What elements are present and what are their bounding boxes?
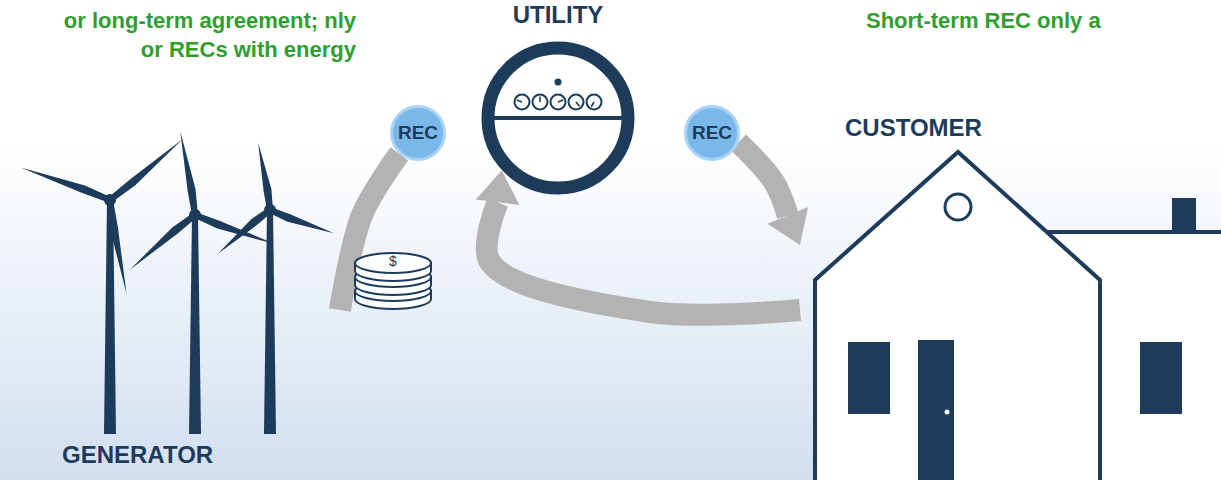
utility-meter: UTILITY (458, 0, 658, 196)
turbine-tower (189, 215, 201, 434)
dial-pointer (558, 100, 563, 102)
meter-ring (488, 48, 628, 188)
rec-text: REC (398, 122, 438, 144)
turbine-blade (108, 139, 183, 202)
node-heading: UTILITY (513, 0, 604, 30)
dial-pointer (539, 97, 541, 103)
door-knob (945, 410, 950, 415)
turbine-blade (107, 199, 126, 293)
rec-circle (686, 107, 739, 160)
turbine-tower (264, 210, 276, 434)
coin-face (355, 253, 431, 273)
flow-arrow (738, 142, 808, 245)
rec-badge: REC (390, 105, 446, 161)
meter-dial (515, 95, 530, 110)
agreement-note: or long-term agreement; nly or RECs with… (46, 6, 356, 64)
meter-divider (494, 116, 622, 120)
node-heading: CUSTOMER (845, 114, 982, 142)
rec-circle (392, 107, 445, 160)
meter-dot (555, 79, 562, 86)
generator-group-outline (0, 60, 340, 475)
house-window (848, 342, 890, 414)
turbine-blade (218, 208, 272, 254)
meter-dial (551, 95, 566, 110)
turbine-blade (258, 143, 273, 210)
meter-dial (533, 95, 548, 110)
turbine-hub (189, 209, 201, 221)
short-term-note: Short-term REC only a (866, 6, 1206, 35)
rec-text: REC (692, 122, 732, 144)
arrow-band (738, 142, 787, 215)
rec-badge: REC (684, 105, 740, 161)
dial-pointer (576, 102, 580, 106)
generator-group: GENERATOR (0, 60, 340, 475)
currency-sign: $ (389, 253, 397, 269)
customer-house-outline (800, 112, 1221, 480)
house-window (1140, 342, 1182, 414)
customer-house: CUSTOMER (800, 112, 1221, 480)
dial-pointer (591, 102, 594, 107)
house-door (918, 340, 954, 480)
dial-pointer (517, 100, 522, 102)
turbine-blade (269, 207, 334, 233)
arrow-head (767, 207, 808, 245)
turbine-hub (104, 194, 116, 206)
meter-dial (587, 95, 602, 110)
coin-stack: $ (352, 248, 434, 306)
turbine-blade (130, 213, 197, 270)
node-heading: GENERATOR (62, 441, 213, 469)
house-gable (815, 152, 1100, 480)
round-window (945, 194, 971, 220)
meter-dial (569, 95, 584, 110)
turbine-blade (21, 168, 111, 203)
turbine-hub (264, 204, 276, 216)
flow-arrow (476, 170, 800, 314)
arrow-band (487, 202, 800, 315)
turbine-blade (180, 131, 198, 215)
utility-meter-outline (458, 0, 658, 196)
